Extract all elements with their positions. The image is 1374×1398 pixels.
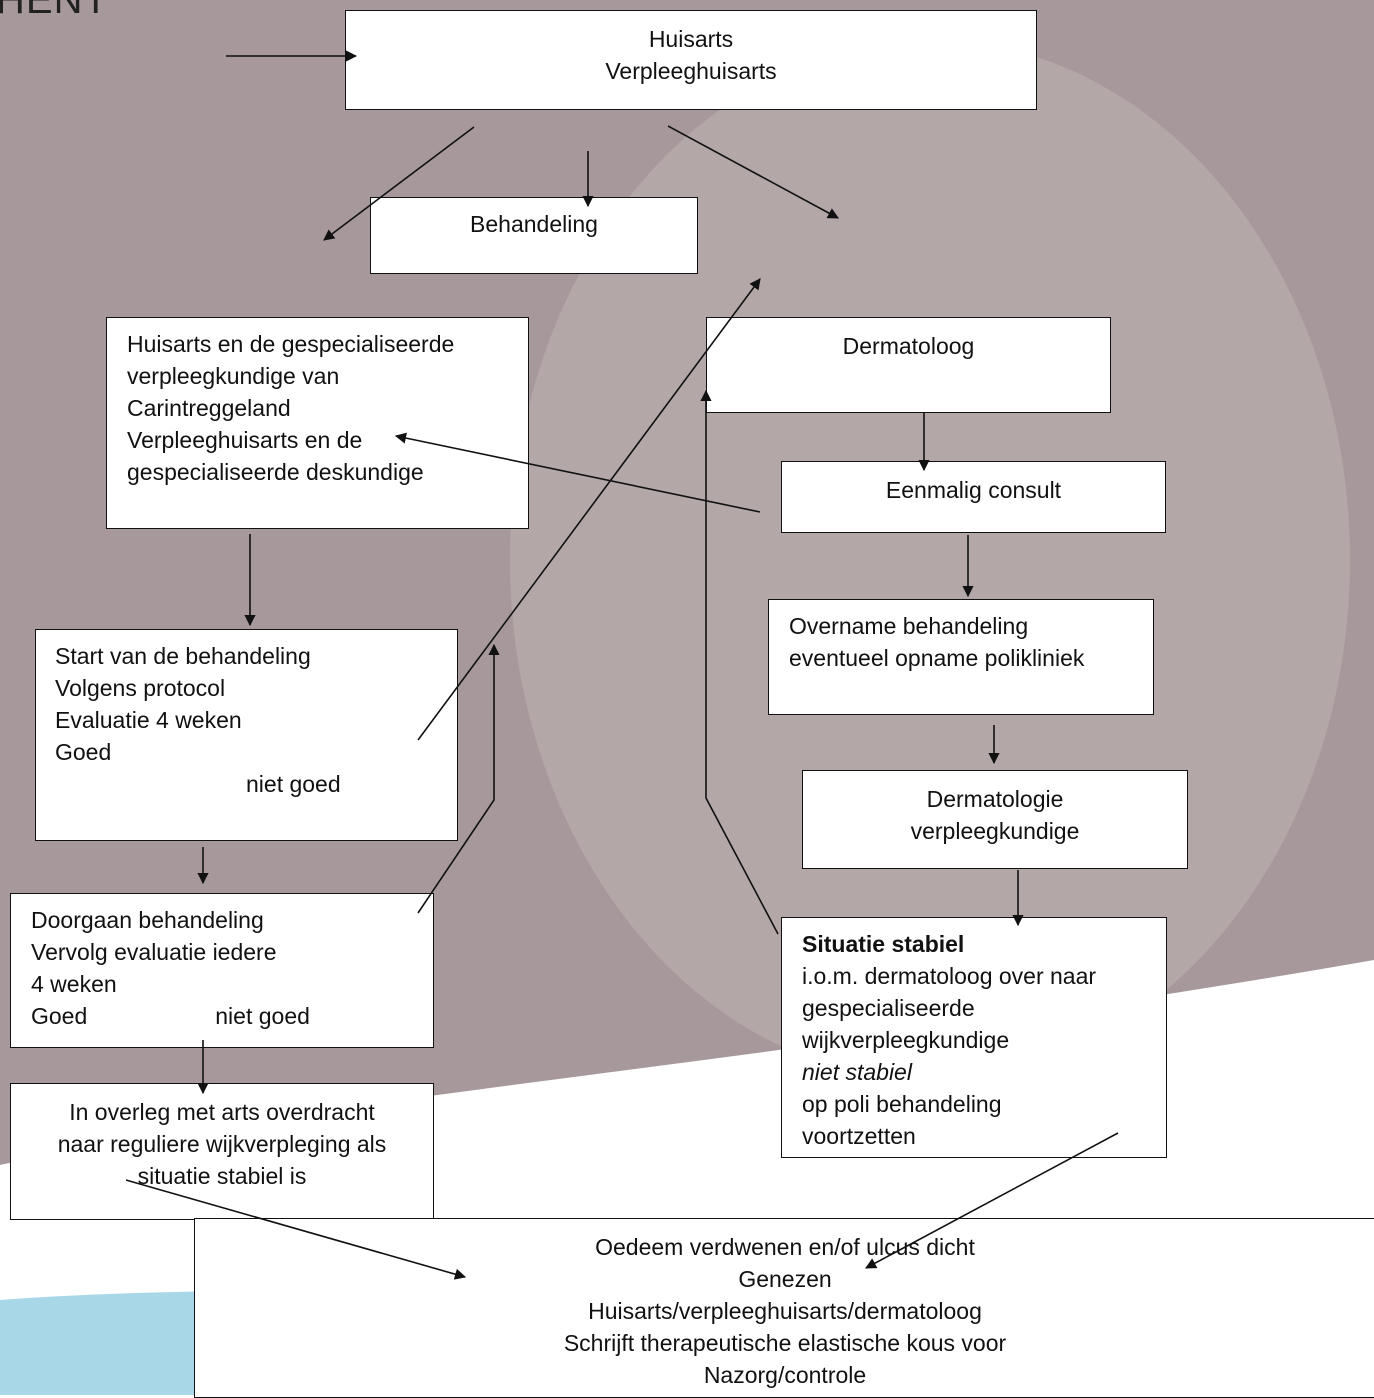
box-line: eventueel opname polikliniek: [789, 645, 1085, 671]
box-line: Verpleeghuisarts: [605, 58, 777, 84]
box-line: Overname behandeling: [789, 613, 1029, 639]
box-line: Carintreggeland: [127, 395, 291, 421]
box-line: Goed: [31, 1003, 88, 1029]
box-huisarts-gespecialiseerd: Huisarts en de gespecialiseerde verpleeg…: [106, 317, 529, 529]
box-line: Huisarts: [648, 26, 734, 52]
page-title: HENT: [0, 0, 109, 22]
box-line: Huisarts/verpleeghuisarts/dermatoloog: [588, 1298, 982, 1324]
box-line: voortzetten: [802, 1123, 916, 1149]
box-line: verpleegkundige van: [127, 363, 340, 389]
box-line: Genezen: [738, 1266, 832, 1292]
box-line: Verpleeghuisarts en de: [127, 427, 363, 453]
box-line: Goed: [55, 739, 112, 765]
box-line: naar reguliere wijkverpleging als: [57, 1131, 387, 1157]
box-line: Huisarts en de gespecialiseerde: [127, 331, 455, 357]
box-start-behandeling: Start van de behandeling Volgens protoco…: [35, 629, 458, 841]
box-line: Schrijft therapeutische elastische kous …: [563, 1330, 1007, 1356]
box-situatie: Situatie stabiel i.o.m. dermatoloog over…: [781, 917, 1167, 1158]
box-line: niet goed: [215, 1003, 310, 1029]
box-huisarts: Huisarts Verpleeghuisarts: [345, 10, 1037, 110]
box-line: Start van de behandeling: [55, 643, 311, 669]
box-line: In overleg met arts overdracht: [69, 1099, 375, 1125]
box-overleg: In overleg met arts overdracht naar regu…: [10, 1083, 434, 1220]
box-line: gespecialiseerde: [802, 995, 975, 1021]
box-line: Volgens protocol: [55, 675, 226, 701]
box-eenmalig-consult: Eenmalig consult: [781, 461, 1166, 533]
box-overname: Overname behandeling eventueel opname po…: [768, 599, 1154, 715]
box-line: Behandeling: [470, 211, 598, 237]
box-line: Eenmalig consult: [885, 477, 1062, 503]
box-line: Dermatologie: [926, 786, 1064, 812]
box-behandeling: Behandeling: [370, 197, 698, 274]
box-line: Evaluatie 4 weken: [55, 707, 242, 733]
box-line: op poli behandeling: [802, 1091, 1002, 1117]
box-line: Situatie stabiel: [802, 931, 965, 957]
box-line: verpleegkundige: [910, 818, 1080, 844]
box-oedeem: Oedeem verdwenen en/of ulcus dicht Genez…: [194, 1218, 1374, 1398]
box-line: niet goed: [246, 771, 341, 797]
box-line: 4 weken: [31, 971, 117, 997]
box-line: niet stabiel: [802, 1059, 912, 1085]
box-line: gespecialiseerde deskundige: [127, 459, 424, 485]
box-line: Oedeem verdwenen en/of ulcus dicht: [595, 1234, 975, 1260]
box-line: i.o.m. dermatoloog over naar: [802, 963, 1097, 989]
box-line: Doorgaan behandeling: [31, 907, 264, 933]
box-line: wijkverpleegkundige: [802, 1027, 1010, 1053]
box-line: Dermatoloog: [842, 333, 975, 359]
box-dermatoloog: Dermatoloog: [706, 317, 1111, 413]
box-line: Vervolg evaluatie iedere: [31, 939, 277, 965]
box-dermatologie-verpleegkundige: Dermatologie verpleegkundige: [802, 770, 1188, 869]
box-line: Nazorg/controle: [703, 1362, 867, 1388]
box-doorgaan: Doorgaan behandeling Vervolg evaluatie i…: [10, 893, 434, 1048]
box-line: situatie stabiel is: [137, 1163, 307, 1189]
